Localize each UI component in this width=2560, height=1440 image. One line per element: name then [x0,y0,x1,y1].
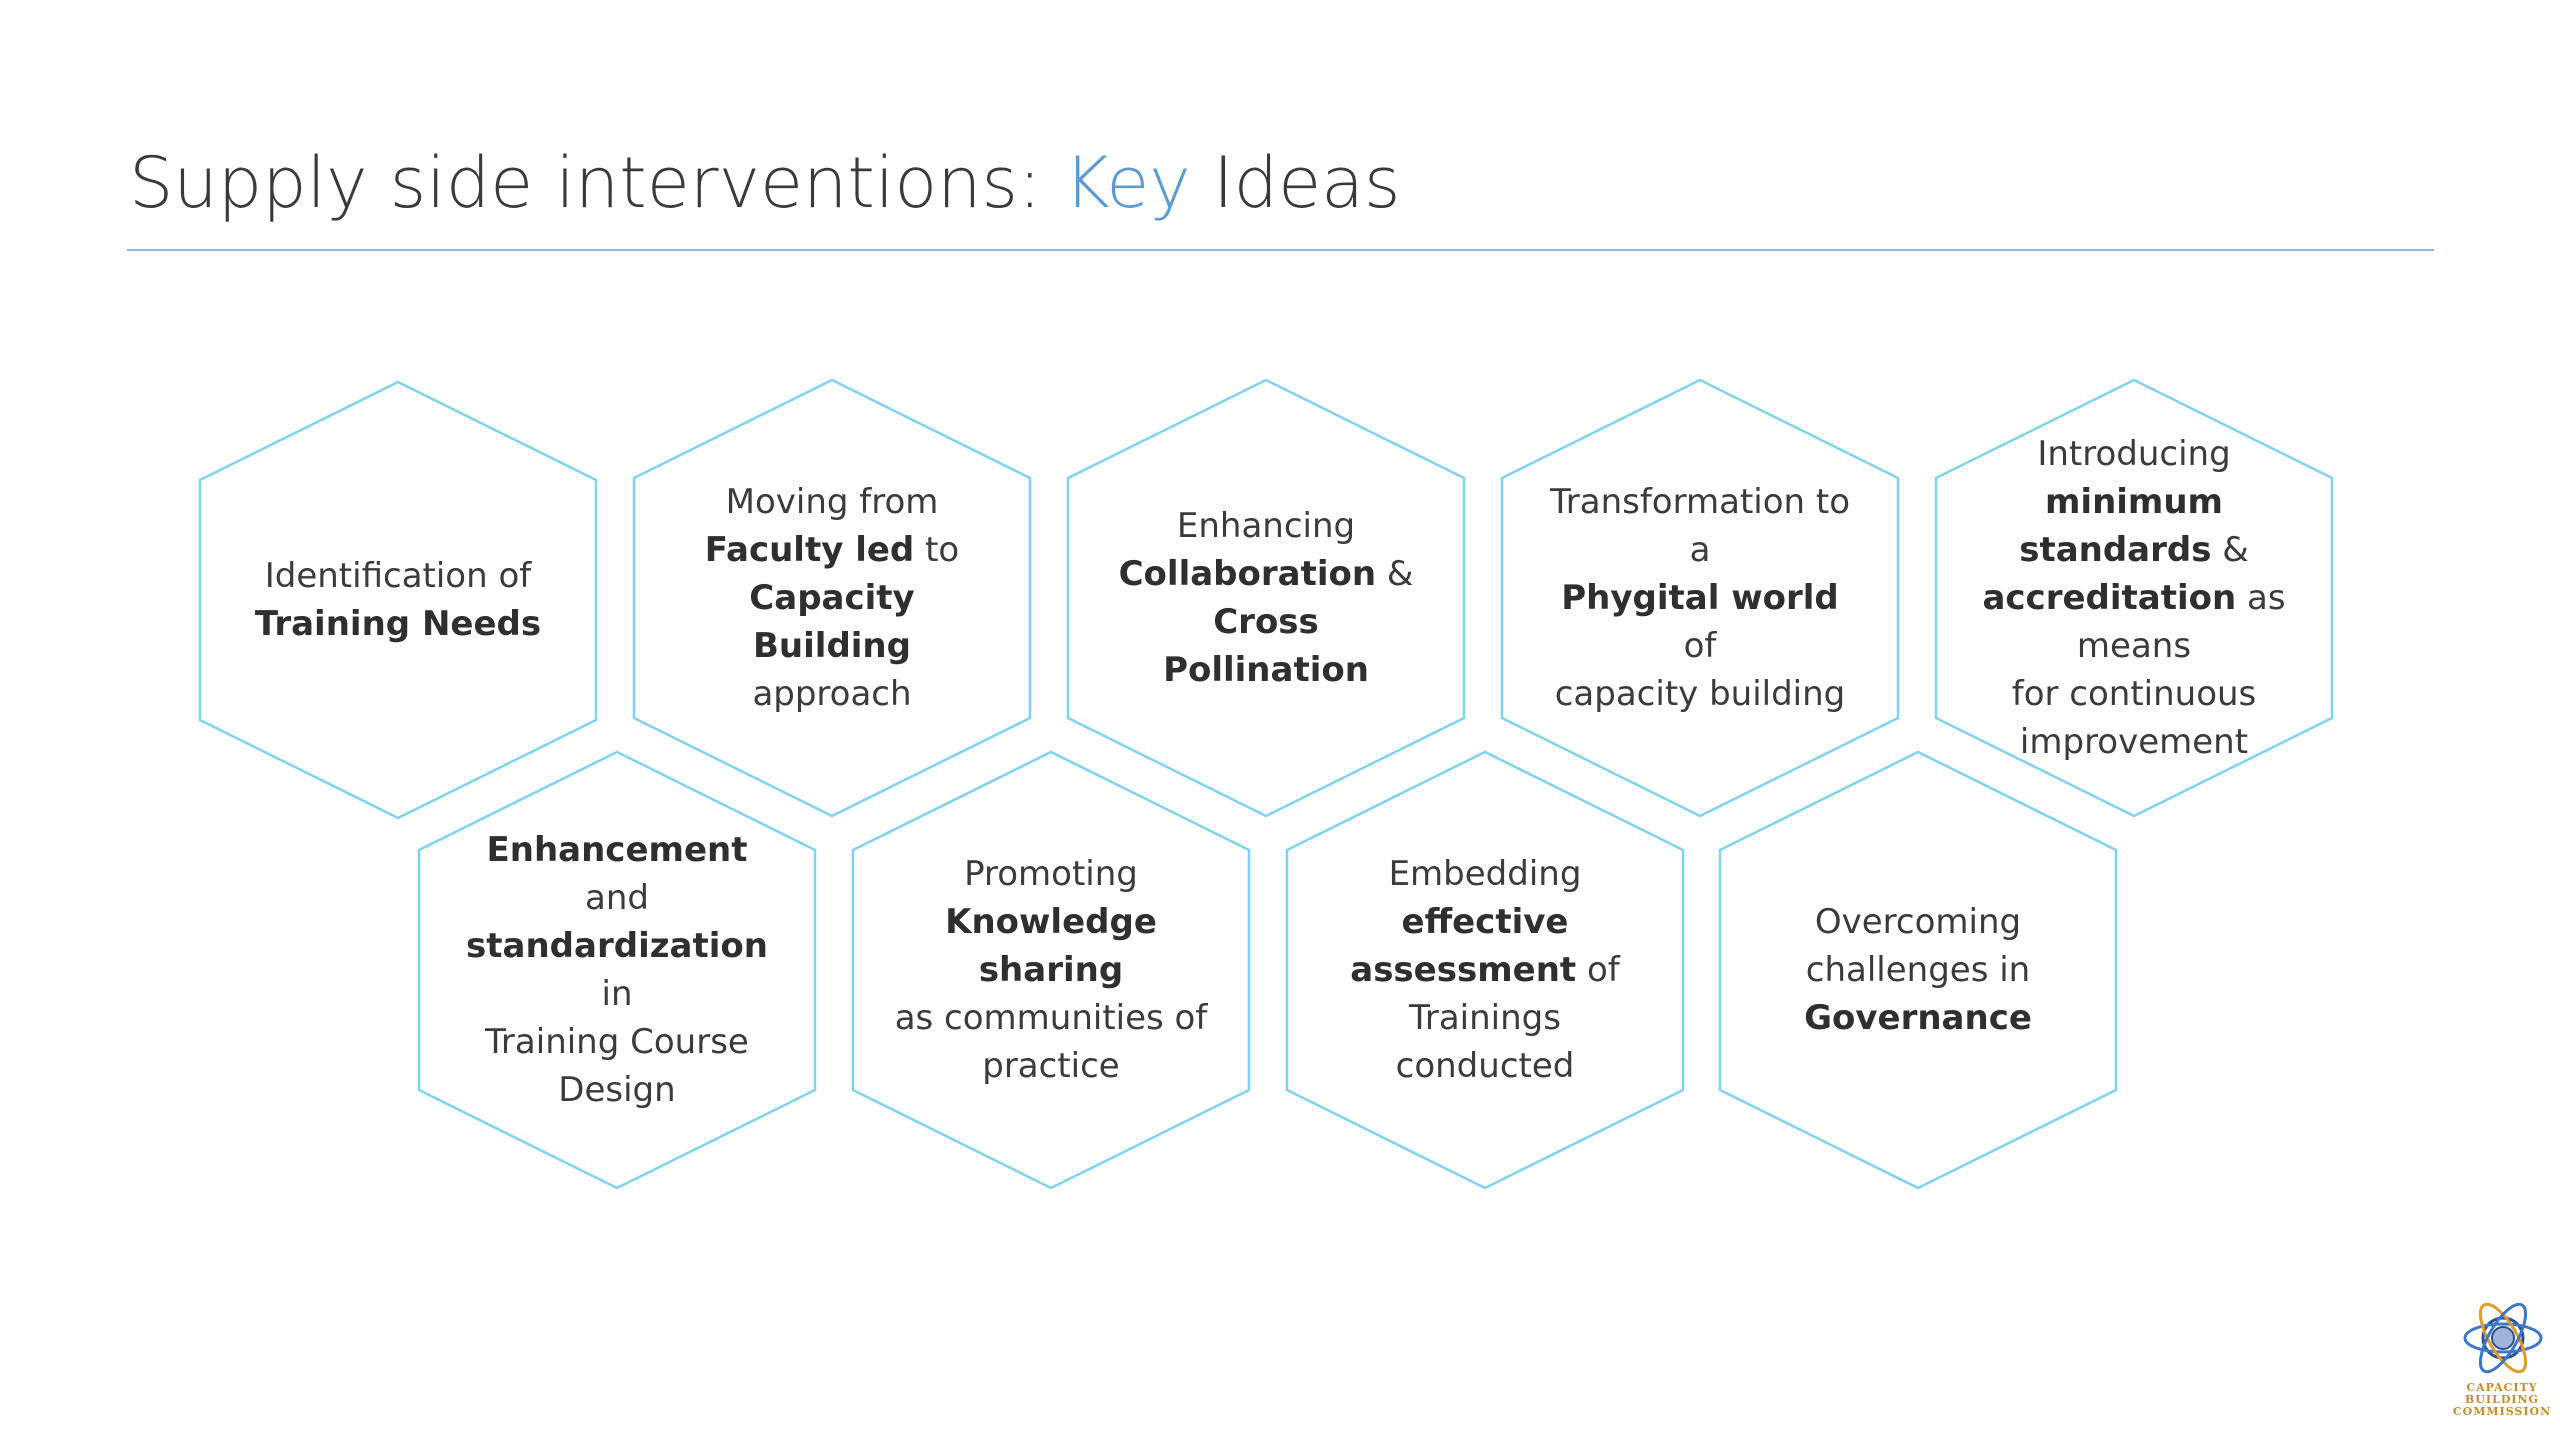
logo-line-1: CAPACITY [2466,1381,2538,1394]
hexagon-shape [632,378,1032,818]
hexagon-label-text: practice [982,1046,1120,1086]
hexagon-outline [1934,378,2334,818]
hexagon-label-bold: Phygital world [1561,578,1839,618]
hexagon-label-bold: accreditation [1982,578,2237,618]
hexagon-label-text: Overcoming [1814,902,2022,942]
logo-line-2: BUILDING [2465,1393,2539,1406]
hexagon-label-bold: assessment [1350,950,1577,990]
hexagon-outline [1285,750,1685,1190]
hexagon-5: Introducing minimum standards & accreditat… [1934,378,2334,818]
hexagon-1: Identification of Training Needs [198,380,598,820]
title-accent: Key [1063,142,1191,224]
hexagon-label-text: Identification of [264,556,532,596]
hexagon-label-text: Promoting [964,854,1138,894]
hexagon-label-bold: minimum [2044,482,2223,522]
hexagon-label-text: Training Course [485,1022,749,1062]
title-prefix: Supply side interventions: [129,142,1064,224]
hexagon-label-text: & [1376,554,1414,594]
title-suffix: Ideas [1190,142,1401,224]
hexagon-label-lines: Overcoming challenges in Governance [1804,898,2032,1042]
hexagon-label-text: capacity building [1554,674,1846,714]
hexagon-label-bold: Faculty led [704,530,915,570]
hexagon-shape [1066,378,1466,818]
hexagon-label-text: approach [752,674,912,714]
hexagon-label-text: as communities of [894,998,1208,1038]
hexagon-outline [851,750,1251,1190]
hexagon-shape [417,750,817,1190]
hexagon-shape [1934,378,2334,818]
hexagon-label-text: in [601,974,633,1014]
hexagon-label-bold: Cross Pollination [1163,602,1369,690]
hexagon-label: Overcoming challenges in Governance [1758,860,2078,1080]
hexagon-label-text: Trainings conducted [1395,998,1575,1086]
hexagon-shape [1500,378,1900,818]
hexagon-outline [198,380,598,820]
hexagon-label-text: of [1683,626,1717,666]
hexagon-label-text: Enhancing [1176,506,1356,546]
hexagon-label: Identification of Training Needs [238,490,558,710]
hexagon-label-text: of [1576,950,1620,990]
hexagon-label-bold: Collaboration [1118,554,1377,594]
title-underline [127,249,2434,251]
hexagon-shape [198,380,598,820]
hexagon-shape [1718,750,2118,1190]
logo-text: CAPACITY BUILDING COMMISSION [2452,1382,2552,1418]
hexagon-label-text: Moving from [725,482,939,522]
hexagon-label-text: Introducing [2037,434,2231,474]
hexagon-9: Overcoming challenges in Governance [1718,750,2118,1190]
hexagon-label-bold: Capacity Building [749,578,915,666]
hexagon-label-lines: Transformation to a Phygital world of capa… [1540,478,1860,718]
hexagon-4: Transformation to a Phygital world of capa… [1500,378,1900,818]
hexagon-label-text: Design [558,1070,676,1110]
logo-line-3: COMMISSION [2452,1405,2552,1418]
hexagon-shape [1285,750,1685,1190]
hexagon-outline [1500,378,1900,818]
capacity-building-commission-logo [2458,1296,2548,1432]
hexagon-outline [632,378,1032,818]
hexagon-label-bold: Training Needs [254,604,542,644]
hexagon-label-text: for continuous [2011,674,2257,714]
hexagon-shape [851,750,1251,1190]
hexagon-outline [1066,378,1466,818]
logo-emblem-icon [2463,1302,2543,1374]
hexagon-label-bold: Governance [1804,998,2032,1038]
hexagon-label-bold: effective [1401,902,1569,942]
hexagon-label-text: challenges in [1805,950,2031,990]
hexagon-label-text: & [2211,530,2249,570]
hexagon-label-lines: Identification of Training Needs [255,552,541,648]
hexagon-label-bold: Enhancement [486,830,748,870]
hexagon-label-text: and [585,878,649,918]
hexagon-outline [1718,750,2118,1190]
hexagon-label-bold: Knowledge sharing [945,902,1157,990]
hexagon-label: Introducing minimum standards & accreditat… [1974,434,2294,762]
slide-title: Supply side interventions: Key Ideas [129,138,1401,228]
hexagon-label-text: to [914,530,960,570]
hexagon-label-text: Transformation to a [1549,482,1851,570]
hexagon-label-bold: standardization [466,926,768,966]
hexagon-label-lines: Introducing minimum standards & accreditat… [1974,430,2294,766]
hexagon-label: Transformation to a Phygital world of capa… [1540,482,1860,714]
hexagon-label-text: as means [2076,578,2286,666]
hexagon-label-text: Embedding [1388,854,1582,894]
hexagon-label-text: improvement [2019,722,2249,762]
hexagon-label-bold: standards [2019,530,2212,570]
hexagon-outline [417,750,817,1190]
